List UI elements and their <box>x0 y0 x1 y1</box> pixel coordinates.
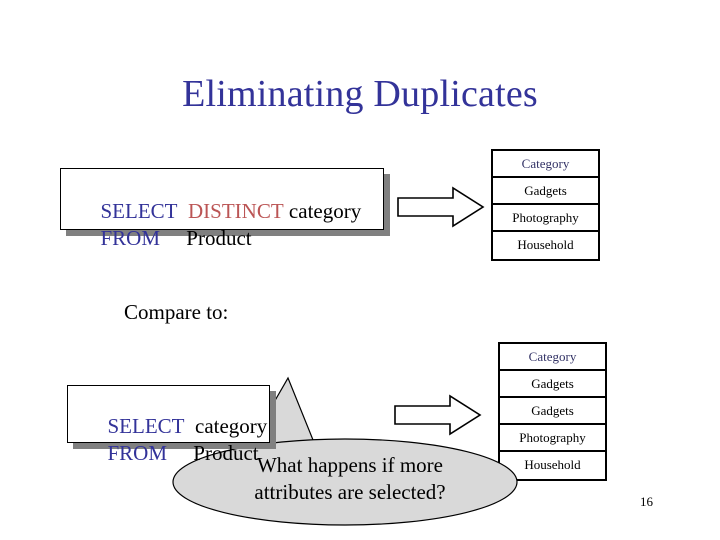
plain-result-header: Category <box>500 344 605 371</box>
sql-space-5 <box>167 441 193 465</box>
distinct-result-table: Category Gadgets Photography Household <box>491 149 600 261</box>
table-row: Photography <box>493 205 598 232</box>
table-row: Gadgets <box>493 178 598 205</box>
page-number: 16 <box>640 494 653 509</box>
select-distinct-query-box: SELECT DISTINCT category FROM Product <box>60 168 384 249</box>
sql-column-list: category <box>195 414 268 438</box>
table-row: Household <box>493 232 598 259</box>
select-distinct-line-1: SELECT DISTINCT category <box>69 180 362 243</box>
sql-keyword-from: FROM <box>100 226 161 250</box>
sql-table-name: Product <box>186 226 252 250</box>
sql-table-name: Product <box>193 441 259 465</box>
distinct-result-header: Category <box>493 151 598 178</box>
page-title: Eliminating Duplicates <box>182 73 538 115</box>
arrow-right-top-icon <box>397 186 485 228</box>
table-row: Household <box>500 452 605 479</box>
select-plain-line-1: SELECT category <box>76 395 268 458</box>
select-plain-line-2: FROM Product <box>76 422 259 485</box>
select-plain-query-box: SELECT category FROM Product <box>67 385 270 464</box>
table-row: Gadgets <box>500 371 605 398</box>
sql-keyword-from: FROM <box>107 441 168 465</box>
sql-keyword-distinct: DISTINCT <box>188 199 284 223</box>
sql-space-3 <box>160 226 186 250</box>
arrow-right-bottom-icon <box>394 394 482 436</box>
compare-to-label: Compare to: <box>124 300 229 324</box>
select-distinct-line-2: FROM Product <box>69 207 252 270</box>
table-row: Photography <box>500 425 605 452</box>
sql-keyword-select: SELECT <box>100 199 178 223</box>
table-row: Gadgets <box>500 398 605 425</box>
sql-column-list: category <box>288 199 362 223</box>
sql-keyword-select: SELECT <box>107 414 185 438</box>
plain-result-table: Category Gadgets Gadgets Photography Hou… <box>498 342 607 481</box>
